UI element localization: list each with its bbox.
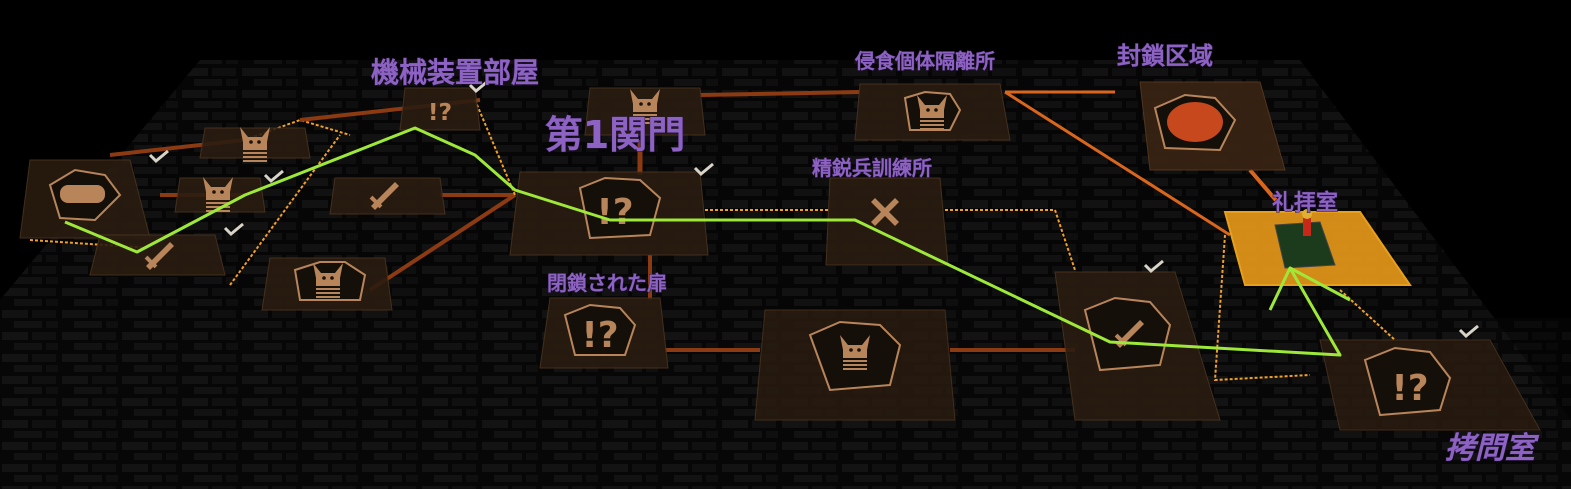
event-question-icon [427, 97, 453, 126]
event-question-icon [581, 315, 619, 356]
room-enemy-c[interactable] [261, 257, 393, 311]
room-enemy-a[interactable] [199, 127, 311, 162]
boss-beast-icon [1167, 102, 1223, 142]
room-machine[interactable] [399, 87, 481, 131]
room-combat-c[interactable] [1054, 271, 1221, 421]
room-isolation[interactable] [854, 83, 1011, 141]
label-closed-door: 閉鎖された扉 [547, 271, 667, 295]
room-enemy-e[interactable] [754, 309, 956, 421]
room-enemy-b[interactable] [174, 177, 266, 213]
room-enemy-d[interactable] [584, 87, 706, 136]
event-question-icon [1391, 368, 1429, 409]
room-lockdown[interactable] [1139, 81, 1286, 171]
room-prayer-current[interactable] [1223, 209, 1412, 286]
route-branch-line [1289, 266, 1351, 302]
route-path-line [64, 126, 1342, 357]
room-closed-door[interactable] [539, 297, 669, 369]
room-gate1[interactable] [509, 171, 709, 256]
label-elite-training: 精鋭兵訓練所 [812, 156, 932, 180]
label-prayer-room: 礼拝室 [1272, 190, 1338, 216]
label-gate1: 第1関門 [545, 113, 685, 157]
room-torture[interactable] [1319, 339, 1541, 431]
event-question-icon [596, 192, 634, 233]
player-location-icon [1302, 209, 1312, 236]
label-machine-room: 機械装置部屋 [371, 56, 539, 89]
label-torture-room: 拷問室 [1445, 431, 1540, 466]
entrance-gate-icon [60, 185, 105, 203]
label-isolation: 侵食個体隔離所 [854, 49, 995, 73]
room-combat-b[interactable] [329, 177, 446, 215]
label-lockdown: 封鎖区域 [1117, 42, 1213, 70]
room-entrance[interactable] [19, 159, 151, 239]
